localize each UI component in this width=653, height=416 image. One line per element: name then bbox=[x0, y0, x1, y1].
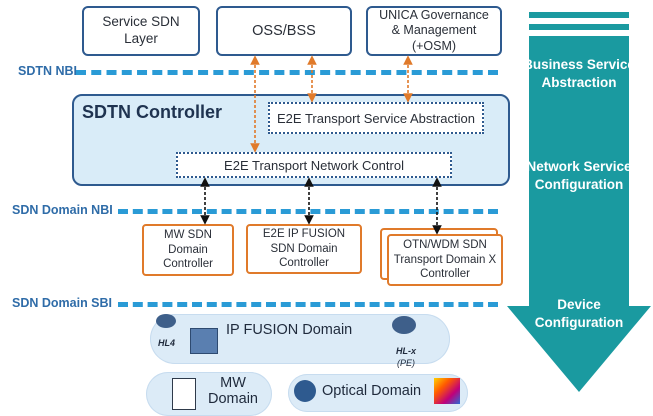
sdn-domain-nbi-label: SDN Domain NBI bbox=[12, 203, 113, 217]
e2e-transport-service-abstraction: E2E Transport Service Abstraction bbox=[268, 102, 484, 134]
hl4-label: HL4 bbox=[158, 338, 176, 348]
hlx-router-icon bbox=[392, 316, 416, 334]
mw-antenna-icon bbox=[172, 378, 196, 410]
optical-hub-icon bbox=[294, 380, 316, 402]
configuration-flow-arrow bbox=[507, 12, 651, 392]
e2e-transport-network-control-label: E2E Transport Network Control bbox=[224, 157, 404, 173]
service-sdn-layer-label: Service SDN Layer bbox=[102, 14, 180, 46]
mw-sdn-domain-controller-label: MW SDN Domain Controller bbox=[163, 228, 213, 271]
mw-domain-label: MW Domain bbox=[200, 375, 266, 407]
optical-domain-label: Optical Domain bbox=[322, 383, 422, 399]
business-service-abstraction-label: Business Service Abstraction bbox=[523, 57, 635, 91]
sdn-domain-sbi-label: SDN Domain SBI bbox=[12, 296, 113, 310]
device-configuration-label: Device Configuration bbox=[534, 297, 624, 331]
sdtn-nbi-label: SDTN NBI bbox=[18, 64, 78, 78]
network-service-configuration-label: Network Service Configuration bbox=[526, 159, 632, 193]
unica-box: UNICA Governance & Management (+OSM) bbox=[366, 6, 502, 56]
arrow-body bbox=[507, 36, 651, 392]
mw-domain-cloud bbox=[146, 372, 272, 416]
wdm-icon bbox=[434, 378, 460, 404]
oss-bss-label: OSS/BSS bbox=[252, 22, 316, 39]
unica-label: UNICA Governance & Management (+OSM) bbox=[379, 7, 489, 53]
hl4-router-icon bbox=[156, 314, 176, 328]
ip-fusion-domain-label: IP FUSION Domain bbox=[226, 322, 353, 338]
service-sdn-layer-box: Service SDN Layer bbox=[82, 6, 200, 56]
sdtn-controller-title: SDTN Controller bbox=[82, 102, 223, 122]
mw-domain-text: MW Domain bbox=[208, 375, 258, 407]
ip-fusion-sdn-domain-controller-label: E2E IP FUSION SDN Domain Controller bbox=[262, 227, 346, 270]
switch-icon bbox=[190, 328, 218, 354]
hlx-label: HL-x bbox=[396, 346, 416, 356]
e2e-transport-network-control: E2E Transport Network Control bbox=[176, 152, 452, 178]
otn-wdm-sdn-transport-domain-controller: OTN/WDM SDN Transport Domain X Controlle… bbox=[387, 234, 503, 286]
oss-bss-box: OSS/BSS bbox=[216, 6, 352, 56]
arrow-bar-2 bbox=[529, 24, 629, 30]
sdtn-nbi-line bbox=[76, 70, 498, 75]
mw-sdn-domain-controller: MW SDN Domain Controller bbox=[142, 224, 234, 276]
ip-fusion-sdn-domain-controller: E2E IP FUSION SDN Domain Controller bbox=[246, 224, 362, 274]
otn-wdm-sdn-transport-domain-controller-label: OTN/WDM SDN Transport Domain X Controlle… bbox=[393, 238, 497, 281]
arrow-bar-1 bbox=[529, 12, 629, 18]
pe-label: (PE) bbox=[397, 358, 415, 368]
sdn-domain-sbi-line bbox=[118, 302, 498, 307]
e2e-transport-service-abstraction-label: E2E Transport Service Abstraction bbox=[277, 110, 475, 126]
